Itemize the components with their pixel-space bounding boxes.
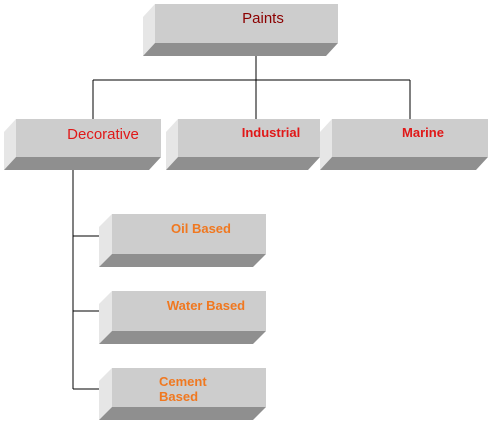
node-left-bevel <box>4 119 16 170</box>
node-face <box>178 119 320 157</box>
node-left-bevel <box>99 291 112 344</box>
node-left-bevel <box>143 4 155 56</box>
node-bottom-bevel <box>143 43 338 56</box>
node-paints-label: Paints <box>242 10 284 27</box>
node-face <box>112 214 266 254</box>
node-oil-based-label: Oil Based <box>171 221 231 236</box>
node-left-bevel <box>99 214 112 267</box>
node-bottom-bevel <box>99 407 266 420</box>
node-bottom-bevel <box>4 157 161 170</box>
node-face <box>155 4 338 43</box>
node-industrial: Industrial <box>166 119 320 170</box>
node-water-based: Water Based <box>99 291 266 344</box>
node-cement-based-label-line2: Based <box>159 389 198 404</box>
node-face <box>16 119 161 157</box>
node-bottom-bevel <box>99 254 266 267</box>
node-cement-based: Cement Based <box>99 368 266 420</box>
node-left-bevel <box>99 368 112 420</box>
node-left-bevel <box>166 119 178 170</box>
node-bottom-bevel <box>99 331 266 344</box>
node-cement-based-label-line1: Cement <box>159 374 207 389</box>
node-face <box>112 368 266 407</box>
connector-lines <box>72 43 411 390</box>
node-left-bevel <box>320 119 332 170</box>
node-bottom-bevel <box>166 157 320 170</box>
node-face <box>332 119 488 157</box>
node-face <box>112 291 266 331</box>
node-marine-label: Marine <box>402 125 444 140</box>
node-industrial-label: Industrial <box>242 125 301 140</box>
node-oil-based: Oil Based <box>99 214 266 267</box>
node-paints: Paints <box>143 4 338 56</box>
node-marine: Marine <box>320 119 488 170</box>
node-water-based-label: Water Based <box>167 298 245 313</box>
node-decorative-label: Decorative <box>67 126 139 143</box>
node-bottom-bevel <box>320 157 488 170</box>
node-decorative: Decorative <box>4 119 161 170</box>
